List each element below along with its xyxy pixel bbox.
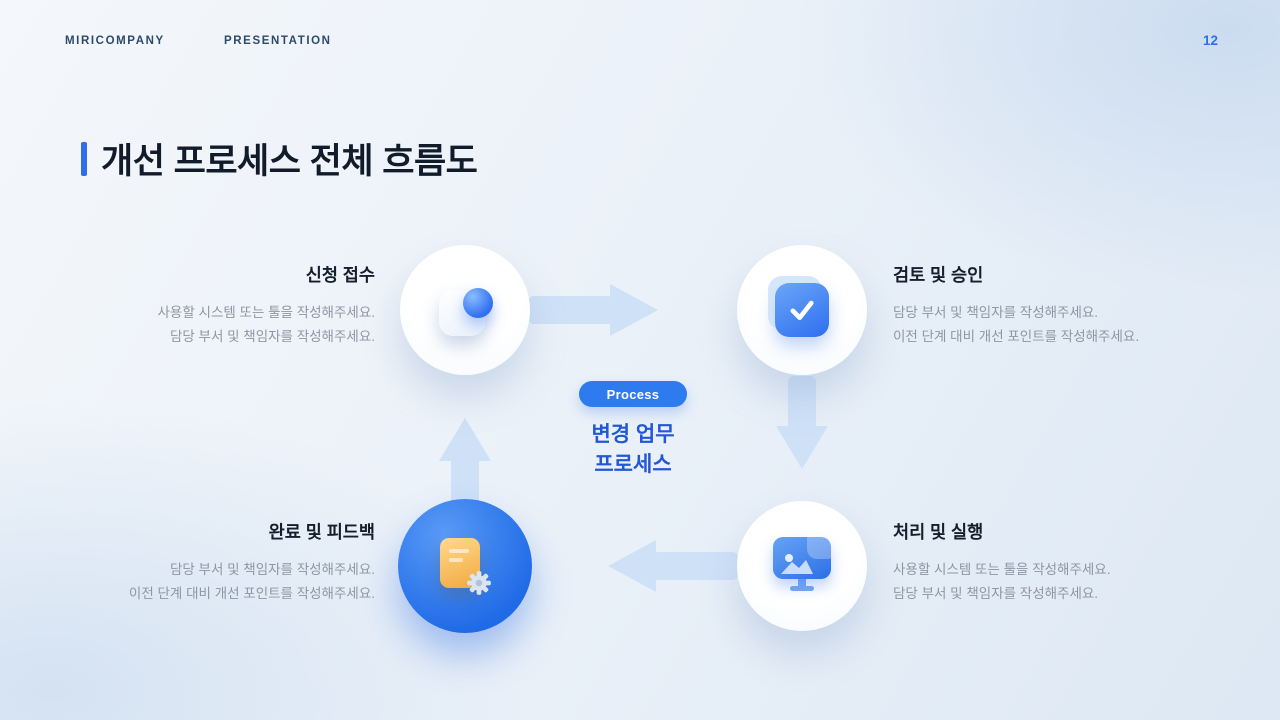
step-desc-line: 이전 단계 대비 개선 포인트를 작성해주세요.: [128, 586, 375, 601]
node-feedback: [398, 499, 532, 633]
flow-arrow-right-icon: [528, 280, 660, 340]
flow-arrow-down-icon: [772, 376, 832, 471]
step-card-application: 신청 접수 사용할 시스템 또는 툴을 작성해주세요. 담당 부서 및 책임자를…: [45, 262, 375, 349]
page-number: 12: [1202, 33, 1218, 48]
step-desc-line: 사용할 시스템 또는 툴을 작성해주세요.: [157, 305, 375, 320]
step-title: 신청 접수: [305, 265, 375, 285]
step-desc-line: 담당 부서 및 책임자를 작성해주세요.: [893, 305, 1099, 320]
step-card-execution: 처리 및 실행 사용할 시스템 또는 툴을 작성해주세요. 담당 부서 및 책임…: [893, 519, 1238, 606]
step-title: 처리 및 실행: [893, 522, 984, 542]
step-card-feedback: 완료 및 피드백 담당 부서 및 책임자를 작성해주세요. 이전 단계 대비 개…: [30, 519, 375, 606]
node-application: [400, 245, 530, 375]
title-block: 개선 프로세스 전체 흐름도: [81, 133, 478, 184]
step-desc-line: 이전 단계 대비 개선 포인트를 작성해주세요.: [893, 329, 1140, 344]
step-title: 검토 및 승인: [893, 265, 984, 285]
flow-arrow-up-icon: [435, 416, 495, 511]
center-process-title: 변경 업무 프로세스: [523, 420, 743, 480]
pin-sphere-icon: [433, 278, 497, 342]
gear-icon: [467, 571, 491, 595]
center-title-line1: 변경 업무: [591, 423, 675, 446]
node-review: [737, 245, 867, 375]
process-badge: Process: [579, 381, 687, 407]
node-execution: [737, 501, 867, 631]
step-title: 완료 및 피드백: [268, 522, 375, 542]
title-accent-bar: [81, 141, 87, 176]
presentation-label: PRESENTATION: [224, 35, 332, 47]
center-title-line2: 프로세스: [594, 453, 672, 476]
step-desc-line: 담당 부서 및 책임자를 작성해주세요.: [169, 562, 375, 577]
checkmark-icon: [775, 283, 829, 337]
step-card-review: 검토 및 승인 담당 부서 및 책임자를 작성해주세요. 이전 단계 대비 개선…: [893, 262, 1238, 349]
step-desc-line: 담당 부서 및 책임자를 작성해주세요.: [169, 329, 375, 344]
step-desc-line: 사용할 시스템 또는 툴을 작성해주세요.: [893, 562, 1111, 577]
step-desc-line: 담당 부서 및 책임자를 작성해주세요.: [893, 586, 1099, 601]
page-title: 개선 프로세스 전체 흐름도: [101, 142, 478, 181]
monitor-icon: [770, 537, 834, 595]
flow-arrow-left-icon: [606, 536, 738, 596]
company-label: MIRICOMPANY: [65, 35, 165, 47]
document-gear-icon: [436, 536, 494, 596]
